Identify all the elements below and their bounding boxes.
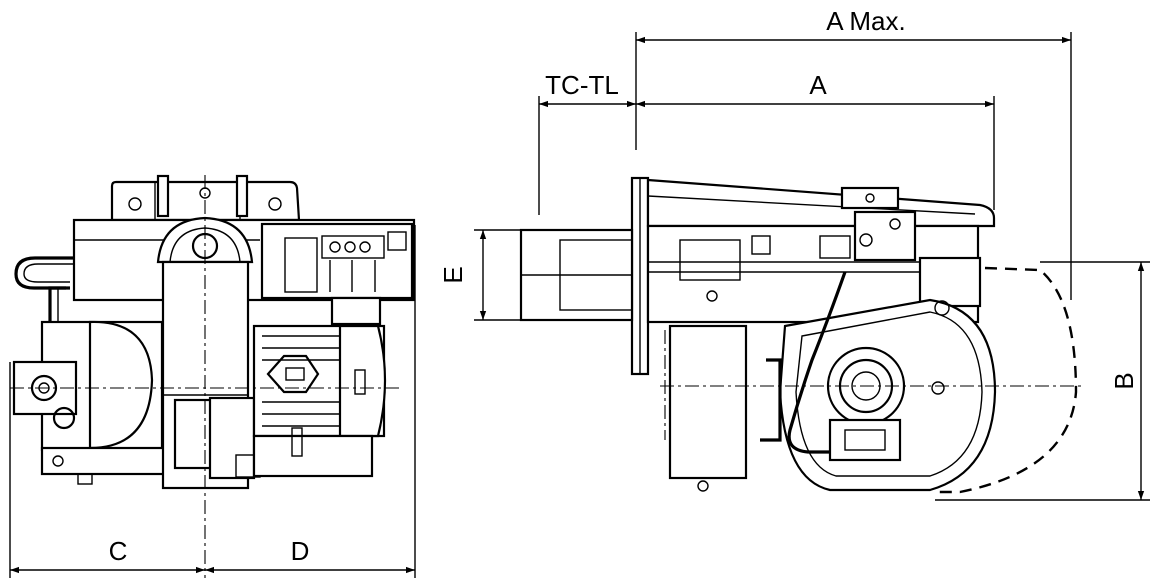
- dim-label-e: E: [438, 266, 468, 283]
- dim-label-b: B: [1109, 372, 1139, 389]
- dimension-lines: [9, 32, 1150, 578]
- front-view-burner: [10, 174, 416, 578]
- dim-label-d: D: [291, 536, 310, 566]
- side-view-burner: [519, 176, 1085, 494]
- dim-label-c: C: [109, 536, 128, 566]
- dim-label-tc-tl: TC-TL: [545, 70, 619, 100]
- dim-label-a-max: A Max.: [826, 6, 905, 36]
- dim-label-a: A: [809, 70, 827, 100]
